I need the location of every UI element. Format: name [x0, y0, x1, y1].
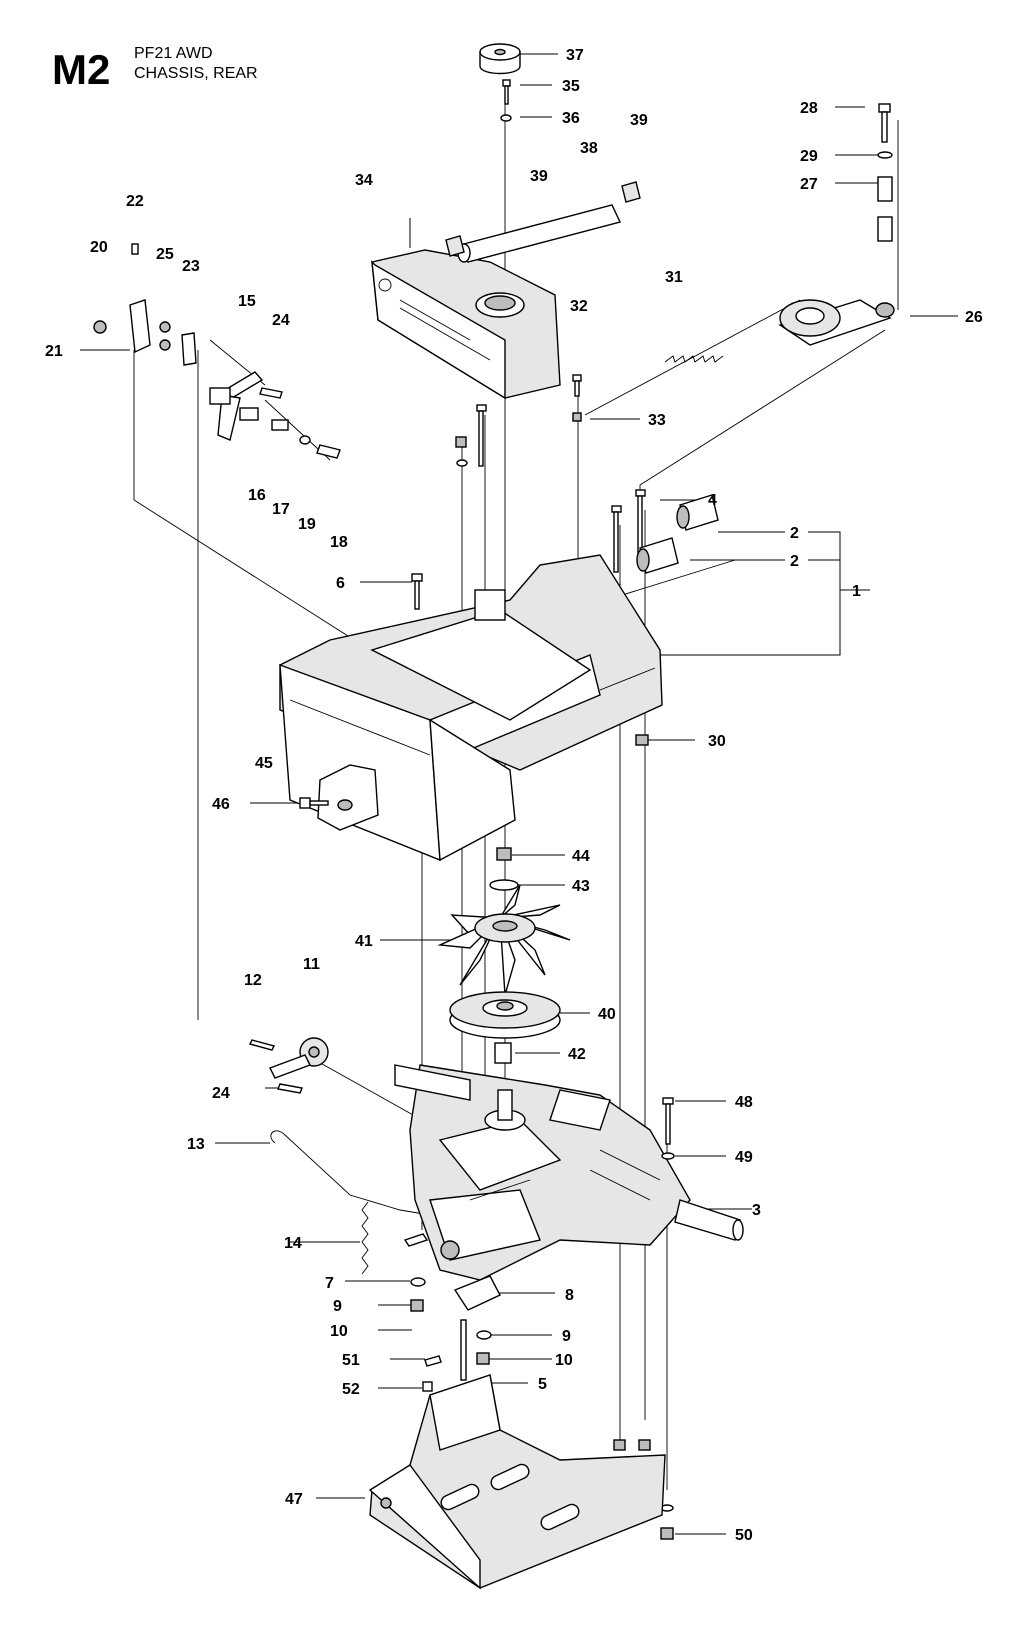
callout-41: 41	[355, 933, 373, 950]
callout-46: 46	[212, 796, 230, 813]
callout-48: 48	[735, 1094, 753, 1111]
callout-9: 9	[333, 1298, 342, 1315]
callout-30: 30	[708, 733, 726, 750]
part-control-rod	[270, 1130, 431, 1216]
callout-20: 20	[90, 239, 108, 256]
callout-43: 43	[572, 878, 590, 895]
callout-24: 24	[272, 312, 290, 329]
callout-6: 6	[336, 575, 345, 592]
callout-9: 9	[562, 1328, 571, 1345]
callout-31: 31	[665, 269, 683, 286]
part-pin	[248, 1039, 276, 1051]
callout-numbers: 1 2 2 3 4 5 6 7 8 9 9 10 10 11 12 13 14 …	[45, 47, 983, 1544]
callout-24: 24	[212, 1085, 230, 1102]
callout-28: 28	[800, 100, 818, 117]
callout-50: 50	[735, 1527, 753, 1544]
callout-11: 11	[303, 956, 320, 973]
callout-4: 4	[708, 492, 717, 509]
callout-38: 38	[580, 140, 598, 157]
part-washer	[500, 114, 512, 122]
part-bracket	[317, 764, 379, 831]
callout-26: 26	[965, 309, 983, 326]
callout-36: 36	[562, 110, 580, 127]
part-clamp	[621, 181, 641, 203]
callout-52: 52	[342, 1381, 360, 1398]
callout-42: 42	[568, 1046, 586, 1063]
part-idler-pulley	[778, 299, 895, 346]
callout-23: 23	[182, 258, 200, 275]
section-title: CHASSIS, REAR	[134, 65, 258, 82]
part-shroud	[371, 249, 561, 400]
part-knob	[479, 43, 521, 75]
callout-8: 8	[565, 1287, 574, 1304]
callout-32: 32	[570, 298, 588, 315]
callout-7: 7	[325, 1275, 334, 1292]
callout-35: 35	[562, 78, 580, 95]
callout-13: 13	[187, 1136, 205, 1153]
callout-25: 25	[156, 246, 174, 263]
callout-47: 47	[285, 1491, 303, 1508]
callout-39: 39	[530, 168, 548, 185]
callout-21: 21	[45, 343, 63, 360]
part-drive-pulley	[449, 991, 561, 1039]
callout-40: 40	[598, 1006, 616, 1023]
callout-29: 29	[800, 148, 818, 165]
part-cooling-fan	[437, 884, 571, 996]
part-spring	[361, 1201, 369, 1275]
callout-51: 51	[342, 1352, 360, 1369]
callout-2: 2	[790, 525, 799, 542]
part-lever	[269, 1037, 329, 1079]
callout-19: 19	[298, 516, 316, 533]
model-name: PF21 AWD	[134, 45, 213, 62]
part-bracket-small	[453, 1275, 501, 1311]
callout-12: 12	[244, 972, 262, 989]
part-skid-plate	[368, 1374, 666, 1590]
callout-14: 14	[284, 1235, 302, 1252]
part-spring	[664, 355, 724, 363]
callout-45: 45	[255, 755, 273, 772]
callout-33: 33	[648, 412, 666, 429]
part-tube	[457, 204, 621, 263]
callout-5: 5	[538, 1376, 547, 1393]
callout-15: 15	[238, 293, 256, 310]
part-bushings	[636, 494, 719, 574]
callout-2: 2	[790, 553, 799, 570]
callout-49: 49	[735, 1149, 753, 1166]
callout-10: 10	[555, 1352, 573, 1369]
callout-27: 27	[800, 176, 818, 193]
section-code: M2	[52, 46, 110, 93]
part-transaxle	[394, 1064, 744, 1281]
callout-16: 16	[248, 487, 266, 504]
callout-3: 3	[752, 1202, 761, 1219]
callout-44: 44	[572, 848, 590, 865]
callout-39: 39	[630, 112, 648, 129]
callout-37: 37	[566, 47, 584, 64]
callout-34: 34	[355, 172, 373, 189]
part-screw	[502, 79, 511, 87]
callout-18: 18	[330, 534, 348, 551]
part-plate	[403, 1233, 429, 1247]
part-linkage	[93, 243, 341, 459]
callout-1: 1	[852, 583, 861, 600]
callout-17: 17	[272, 501, 290, 518]
part-clamp	[445, 235, 465, 257]
callout-10: 10	[330, 1323, 348, 1340]
callout-22: 22	[126, 193, 144, 210]
